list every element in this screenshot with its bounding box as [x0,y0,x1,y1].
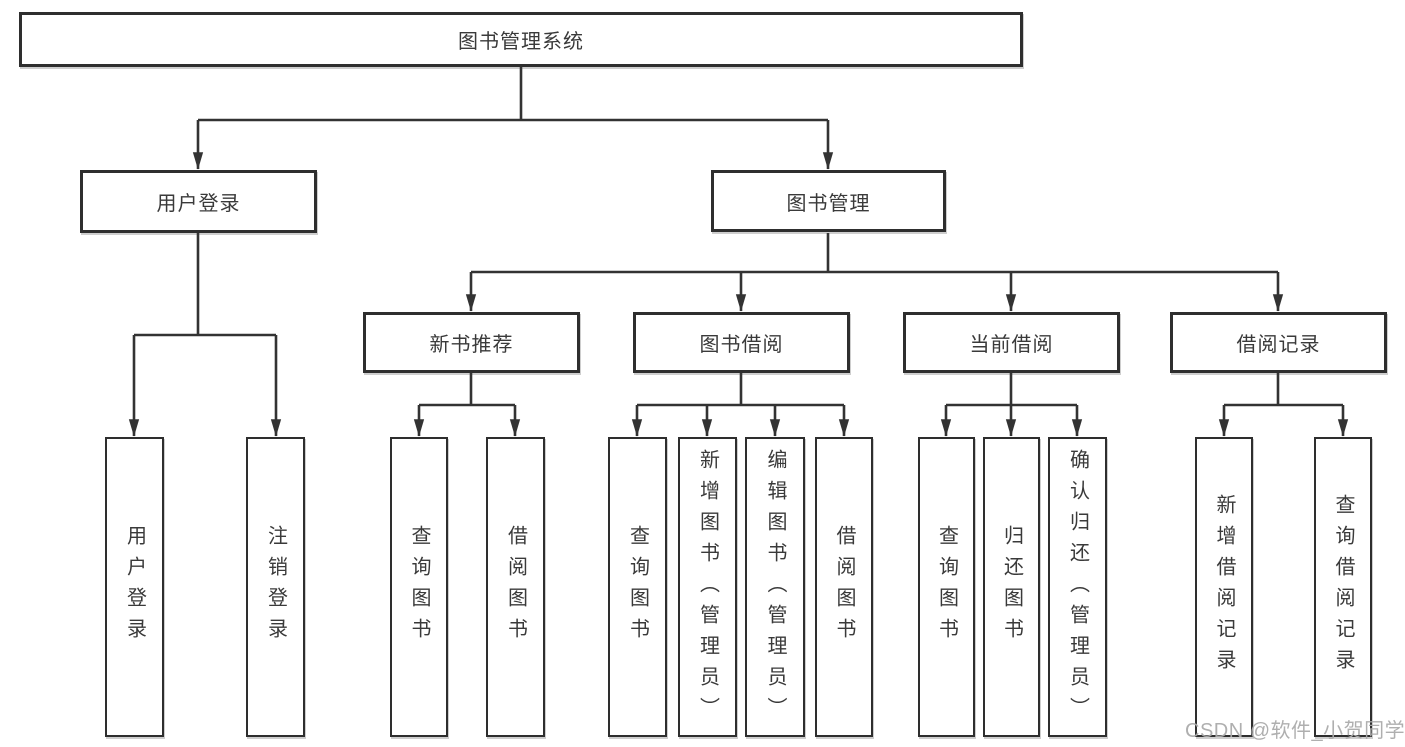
node-system-root: 图书管理系统 [19,12,1023,67]
leaf-return-books: 归还图书 [983,437,1040,737]
leaf-query-borrow-record: 查询借阅记录 [1314,437,1372,737]
node-new-book-recommend: 新书推荐 [363,312,580,373]
leaf-confirm-return-admin: 确认归还（管理员） [1048,437,1107,737]
leaf-query-books-recommend: 查询图书 [390,437,448,737]
leaf-user-login: 用户登录 [105,437,164,737]
leaf-query-books-current: 查询图书 [918,437,975,737]
bus-user-login [134,233,276,337]
leaf-borrow-books-recommend: 借阅图书 [486,437,545,737]
leaf-edit-books-admin: 编辑图书（管理员） [745,437,805,737]
node-book-management: 图书管理 [711,170,946,232]
node-user-login: 用户登录 [80,170,317,233]
bus-book-borrow [637,373,844,407]
csdn-watermark: CSDN @软件_小贺同学 [1185,720,1405,742]
bus-borrow-records [1224,373,1343,407]
leaf-query-books-borrowing: 查询图书 [608,437,667,737]
leaf-add-borrow-record: 新增借阅记录 [1195,437,1253,737]
bus-current-borrow [946,373,1077,407]
node-book-borrowing: 图书借阅 [633,312,850,373]
bus-root [198,67,828,122]
bus-book-mgmt [471,233,1278,274]
node-borrowing-records: 借阅记录 [1170,312,1387,373]
leaf-logout: 注销登录 [246,437,305,737]
bus-new-book [419,373,515,407]
leaf-add-books-admin: 新增图书（管理员） [678,437,737,737]
leaf-borrow-books: 借阅图书 [815,437,873,737]
node-current-borrowing: 当前借阅 [903,312,1120,373]
